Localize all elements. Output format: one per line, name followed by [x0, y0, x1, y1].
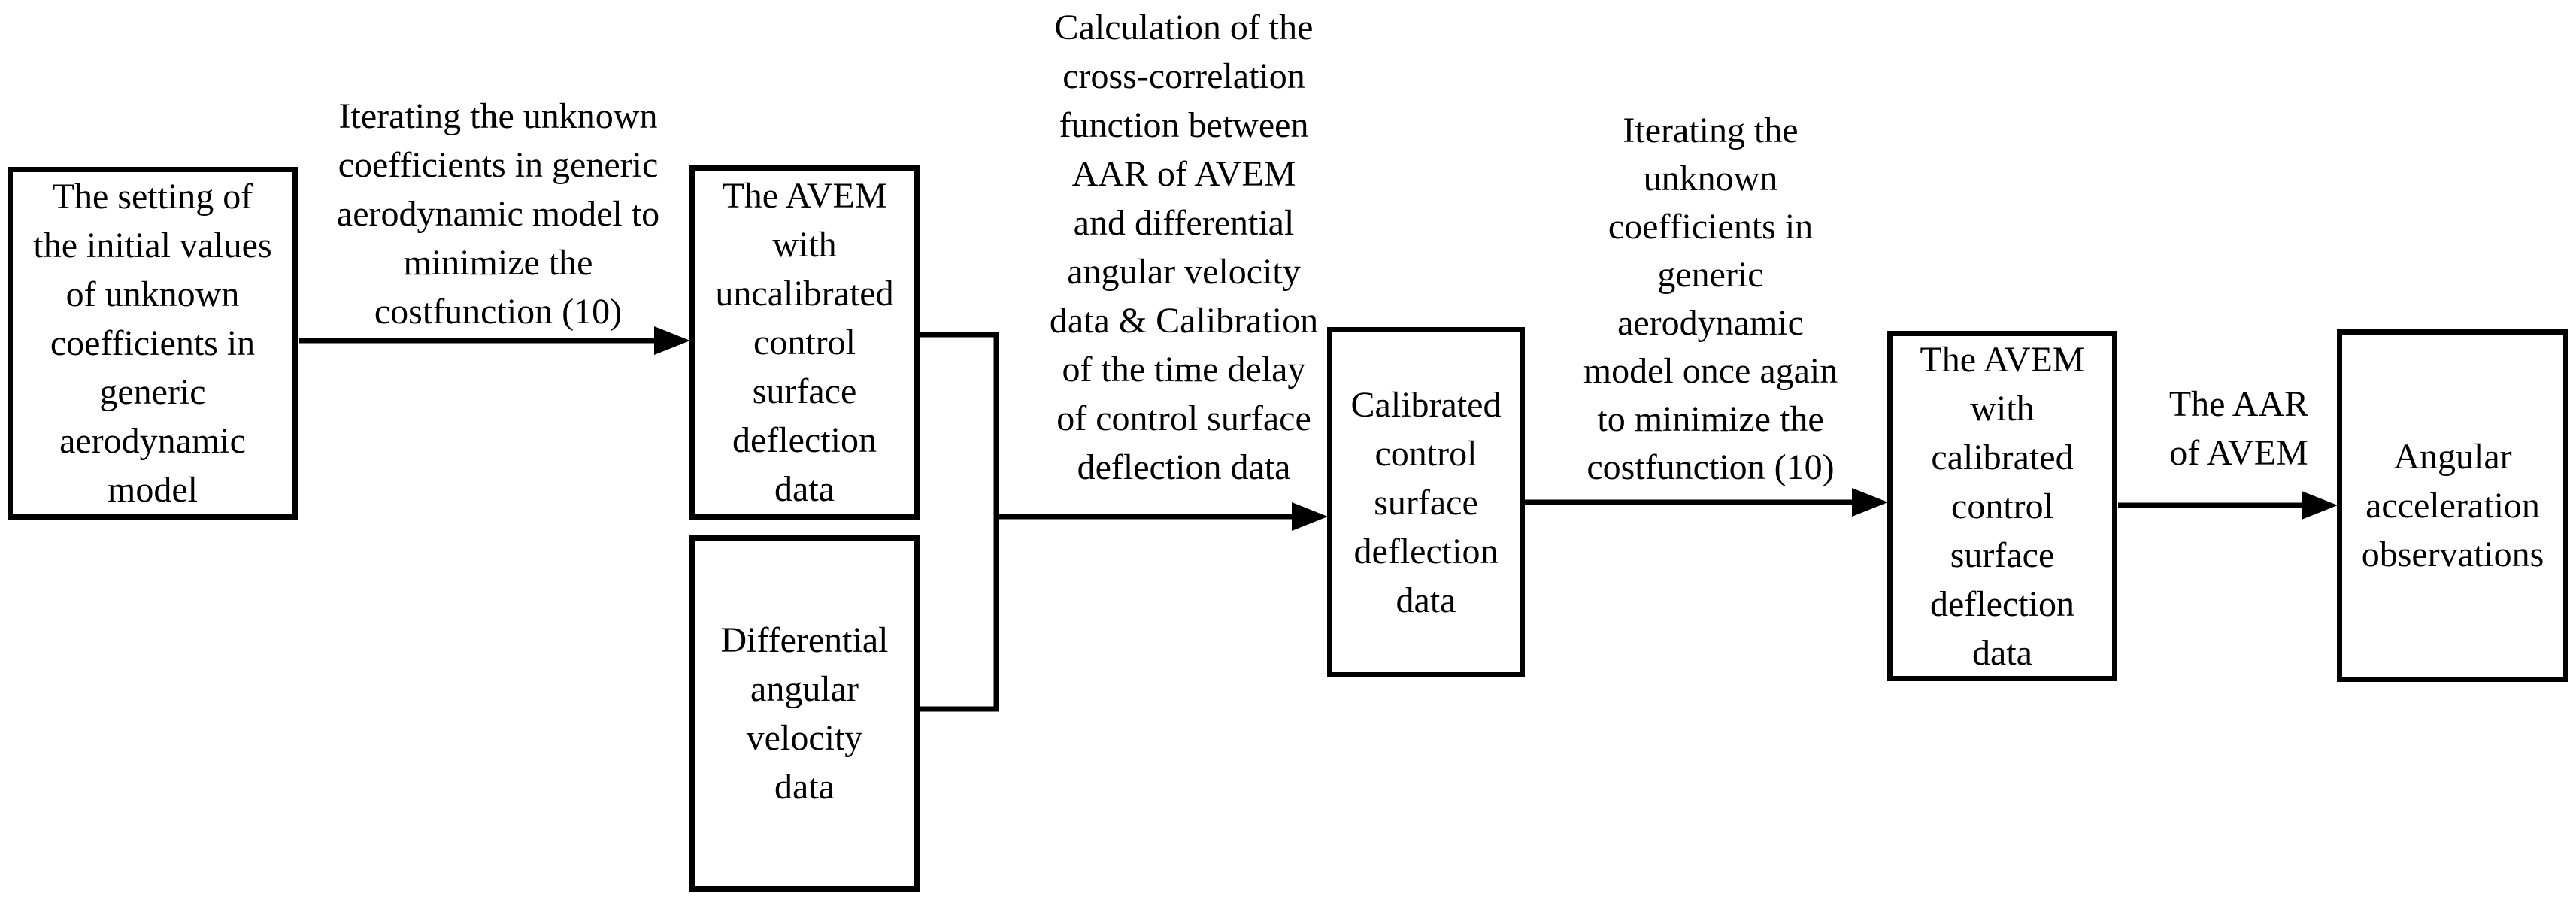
box-avem-uncalibrated: The AVEM with uncalibrated control surfa… — [689, 165, 920, 520]
box-calibrated-deflection-data-text: Calibrated control surface deflection da… — [1350, 384, 1502, 620]
label-iterate-costfunction-first: Iterating the unknown coefficients in ge… — [336, 96, 660, 332]
box-angular-acceleration-observations-text: Angular acceleration observations — [2361, 437, 2544, 574]
box-avem-uncalibrated-text: The AVEM with uncalibrated control surfa… — [715, 176, 894, 509]
box-initial-coefficient-values: The setting of the initial values of unk… — [8, 167, 298, 520]
arrowhead-icon — [1292, 502, 1328, 531]
box-initial-coefficient-values-text: The setting of the initial values of unk… — [33, 177, 272, 510]
box-avem-calibrated: The AVEM with calibrated control surface… — [1887, 331, 2117, 681]
label-iterate-costfunction-again: Iterating the unknown coefficients in ge… — [1583, 111, 1838, 487]
box-differential-angular-velocity: Differential angular velocity data — [689, 535, 920, 892]
label-aar-of-avem: The AAR of AVEM — [2168, 384, 2309, 473]
box-calibrated-deflection-data: Calibrated control surface deflection da… — [1327, 327, 1525, 677]
arrowhead-icon — [2302, 491, 2338, 520]
arrowhead-icon — [654, 326, 690, 355]
box-avem-calibrated-text: The AVEM with calibrated control surface… — [1920, 339, 2085, 673]
bracket-box2-box3 — [920, 332, 999, 712]
arrowhead-icon — [1852, 488, 1888, 517]
box-angular-acceleration-observations: Angular acceleration observations — [2337, 329, 2568, 682]
label-cross-correlation-calibration: Calculation of the cross-correlation fun… — [1049, 8, 1319, 487]
box-differential-angular-velocity-text: Differential angular velocity data — [720, 620, 889, 807]
